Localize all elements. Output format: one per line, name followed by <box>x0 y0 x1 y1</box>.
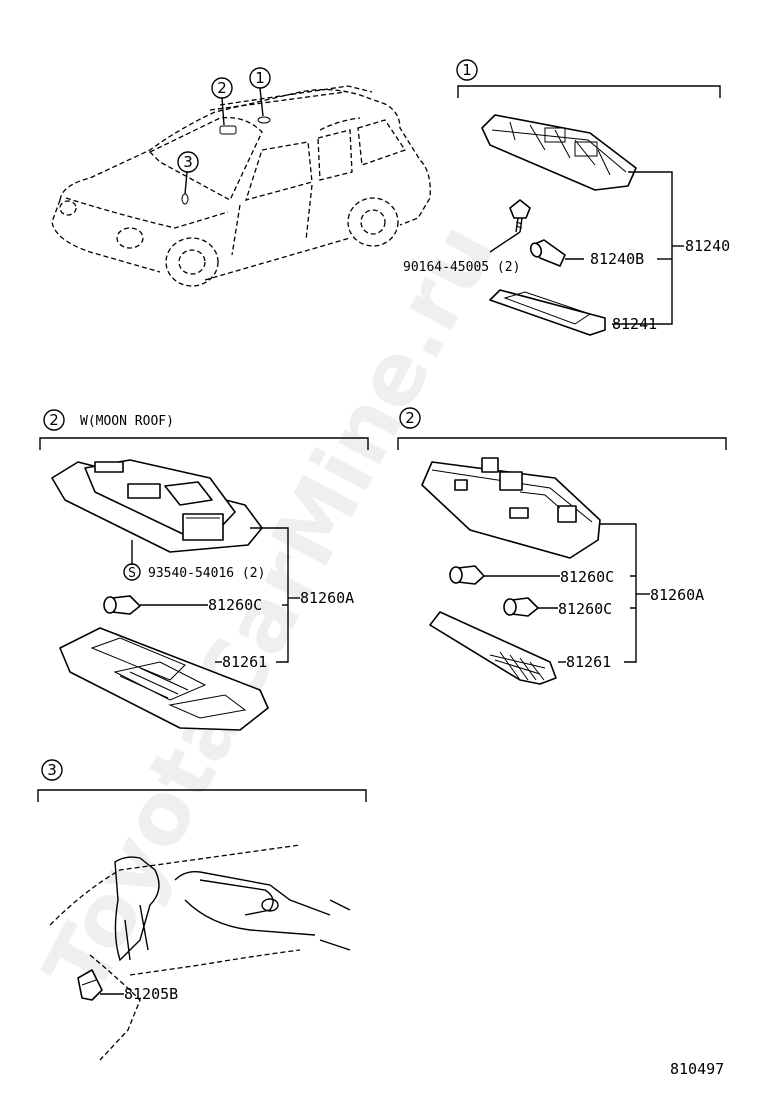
svg-text:2: 2 <box>49 411 59 429</box>
callout-1-car: 1 <box>249 67 271 117</box>
svg-text:3: 3 <box>183 153 193 171</box>
part-81261-b: 81261 <box>566 653 611 671</box>
part-81260A-b: 81260A <box>650 586 704 604</box>
section-2b-header: 2 <box>397 407 727 450</box>
part-81205B: 81205B <box>124 985 178 1003</box>
callout-3-car: 3 <box>177 151 199 195</box>
part-81261-a: 81261 <box>222 653 267 671</box>
moonroof-lamp-lens <box>59 627 269 731</box>
moonroof-lamp-bulb <box>103 595 141 615</box>
dome-lamp-housing <box>481 114 637 191</box>
watermark: ToyotaCarMine.ru <box>25 208 515 1010</box>
part-81241: 81241 <box>612 315 657 333</box>
section-2-standard-lamp: 2 81260C 81260C <box>397 407 727 685</box>
standard-lamp-lens <box>429 611 557 685</box>
dome-lamp-screw <box>509 199 531 233</box>
svg-text:1: 1 <box>462 61 472 79</box>
part-81240: 81240 <box>685 237 730 255</box>
svg-text:3: 3 <box>47 761 57 779</box>
part-90164-45005: 90164-45005 (2) <box>403 260 520 275</box>
section-2a-header: 2 W(MOON ROOF) <box>39 409 369 450</box>
standard-lamp-bulb-1 <box>449 565 485 585</box>
section-2a-title: W(MOON ROOF) <box>80 414 174 429</box>
svg-text:2: 2 <box>405 409 415 427</box>
standard-lamp-bulb-2 <box>503 597 539 617</box>
svg-text:1: 1 <box>255 69 265 87</box>
standard-lamp-housing <box>421 457 601 559</box>
vanity-mirror-area-illustration <box>49 844 351 1061</box>
section-3-header: 3 <box>37 759 367 802</box>
moonroof-lamp-location <box>219 125 237 135</box>
part-81240B: 81240B <box>590 250 644 268</box>
callout-2-car: 2 <box>211 77 233 126</box>
vanity-lamp-bulb <box>77 969 103 1001</box>
dome-lamp-lens <box>489 289 606 336</box>
section-1-dome-lamp: 1 90164-45 <box>403 59 730 336</box>
part-81260C-b2: 81260C <box>558 600 612 618</box>
diagram-id: 810497 <box>670 1060 724 1078</box>
screw-symbol: S <box>128 566 136 581</box>
part-81260C-b1: 81260C <box>560 568 614 586</box>
section-1-header: 1 <box>456 59 721 98</box>
part-93540-54016: 93540-54016 (2) <box>148 566 265 581</box>
svg-text:2: 2 <box>217 79 227 97</box>
car-overview-illustration: 2 1 3 <box>51 67 431 287</box>
dome-lamp-location <box>257 116 271 124</box>
section-2-moonroof-lamp: 2 W(MOON ROOF) S 93540-54016 (2) 81260C <box>39 409 369 731</box>
part-81260C-a: 81260C <box>208 596 262 614</box>
dome-lamp-bulb <box>529 239 566 267</box>
vanity-lamp-location <box>181 193 189 205</box>
section-3-vanity-lamp: 3 81205B <box>37 759 367 1061</box>
moonroof-lamp-housing <box>51 459 263 553</box>
part-81260A-a: 81260A <box>300 589 354 607</box>
